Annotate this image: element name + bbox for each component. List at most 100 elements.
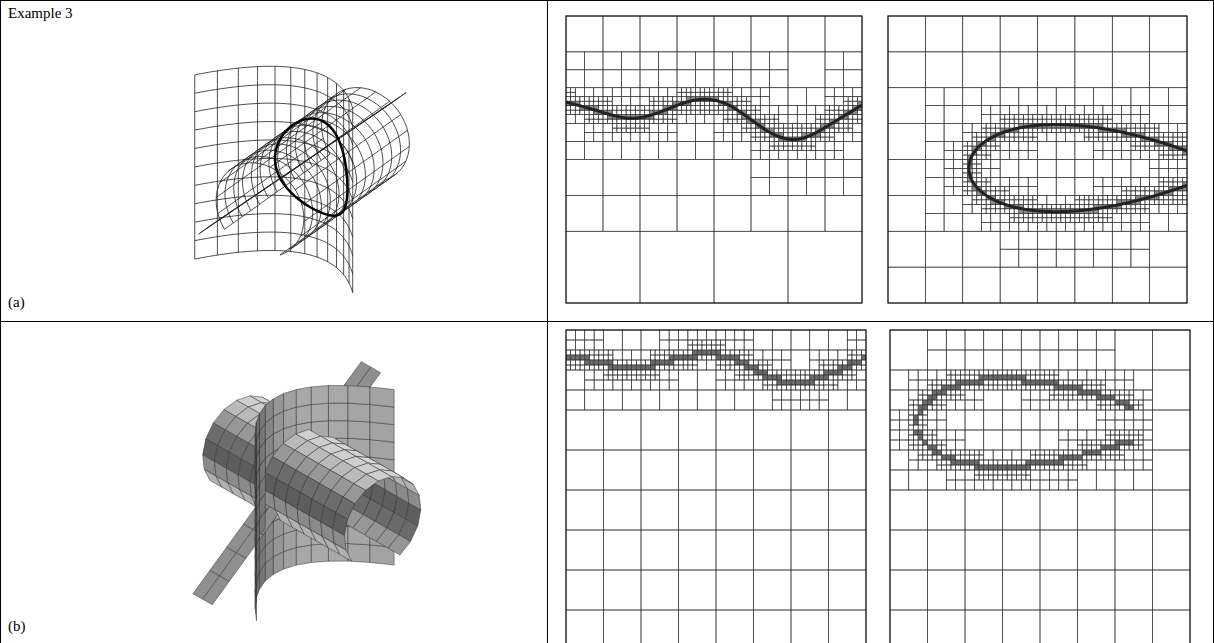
quadtree-cell <box>772 385 777 390</box>
quadtree-cell <box>702 345 707 350</box>
quadtree-cell <box>981 182 986 186</box>
quadtree-cell <box>1112 133 1117 137</box>
quadtree-cell <box>861 350 866 355</box>
quadtree-cell <box>566 360 571 365</box>
quadtree-cell <box>1112 186 1121 195</box>
quadtree-cell <box>566 70 585 88</box>
quadtree-cell <box>844 70 863 88</box>
quadtree-cell <box>679 490 717 530</box>
quadtree-cell <box>686 110 691 114</box>
quadtree-cell <box>612 133 621 142</box>
quadtree-cell <box>744 370 749 375</box>
quadtree-cell <box>760 97 769 106</box>
quadtree-cell <box>824 375 829 380</box>
quadtree-cell <box>721 360 726 365</box>
quadtree-cell <box>626 128 631 132</box>
quadtree-cell <box>1131 142 1136 146</box>
quadtree-cell <box>1038 195 1047 204</box>
quadtree-cell <box>777 385 782 390</box>
quadtree-cell <box>714 142 733 160</box>
quadtree-cell <box>852 360 857 365</box>
quadtree-cell <box>923 420 928 425</box>
quadtree-cell <box>700 110 705 114</box>
quadtree-cell <box>672 115 677 119</box>
quadtree-cell <box>848 101 853 105</box>
quadtree-cell <box>1164 177 1169 181</box>
quadtree-cell <box>1003 375 1008 380</box>
quadtree-cell <box>825 16 862 52</box>
quadtree-cell <box>1140 106 1149 115</box>
quadtree-cell <box>1112 151 1121 160</box>
quadtree-cell <box>984 330 1003 350</box>
quadtree-cell <box>655 370 660 375</box>
quadtree-cell <box>604 375 609 380</box>
quadtree-cell <box>1012 370 1017 375</box>
quadtree-cell <box>739 370 744 375</box>
quadtree-cell <box>1159 177 1164 181</box>
quadtree-cell <box>888 267 925 303</box>
quadtree-cell <box>663 101 668 105</box>
quadtree-cell <box>679 570 717 610</box>
quadtree-cell <box>1182 137 1187 141</box>
quadtree-cell <box>604 330 623 350</box>
quadtree-cell <box>1178 155 1183 159</box>
quadtree-cell <box>714 160 751 196</box>
quadtree-cell <box>679 330 688 340</box>
quadtree-cell <box>714 231 788 303</box>
quadtree-cell <box>640 88 649 97</box>
quadtree-cell <box>603 115 608 119</box>
quadtree-cell <box>1182 155 1187 159</box>
quadtree-cell <box>754 490 792 530</box>
quadtree-cell <box>981 177 986 181</box>
quadtree-cell <box>1017 385 1022 390</box>
quadtree-cell <box>1150 146 1155 150</box>
quadtree-cell <box>655 360 660 365</box>
quadtree-cell <box>1056 218 1061 222</box>
quadtree-cell <box>735 365 740 370</box>
quadtree-cell <box>824 360 829 365</box>
quadtree-cell <box>1070 119 1075 123</box>
quadtree-cell <box>608 97 613 101</box>
quadtree-cell <box>1094 119 1099 123</box>
quadtree-cell <box>714 133 723 142</box>
quadtree-cell <box>807 142 812 146</box>
quadtree-cell <box>711 345 716 350</box>
quadtree-cell <box>857 380 866 390</box>
quadtree-cell <box>942 385 947 390</box>
quadtree-cell <box>1038 249 1057 267</box>
quadtree-cell <box>725 360 730 365</box>
quadtree-cell <box>951 390 956 395</box>
quadtree-cell <box>956 380 961 385</box>
quadtree-cell <box>979 370 984 375</box>
quadtree-cell <box>1140 177 1149 186</box>
quadtree-cell <box>819 375 824 380</box>
quadtree-cell <box>641 330 660 350</box>
quadtree-cell <box>613 350 622 360</box>
quadtree-cell <box>612 88 621 97</box>
quadtree-cell <box>1000 137 1005 141</box>
quadtree-cell <box>1159 195 1164 199</box>
quadtree-cell <box>1112 106 1121 115</box>
quadtree-cell <box>800 370 805 375</box>
quadtree-cell <box>659 97 664 101</box>
quadtree-cell <box>765 137 770 141</box>
quadtree-cell <box>737 101 742 105</box>
quadtree-cell <box>853 119 858 123</box>
quadtree-cell <box>1173 151 1178 155</box>
quadtree-cell <box>1005 124 1010 128</box>
quadtree-cell <box>1033 213 1038 217</box>
quadtree-cell <box>688 330 697 340</box>
quadtree-cell <box>819 370 824 375</box>
quadtree-cell <box>1009 209 1014 213</box>
quadtree-cell <box>913 430 918 435</box>
quadtree-cell <box>716 370 725 380</box>
quadtree-cell <box>608 106 613 110</box>
quadtree-cell <box>788 88 807 106</box>
quadtree-cell <box>696 52 715 70</box>
quadtree-cell <box>707 350 712 355</box>
quadtree-cell <box>1038 213 1043 217</box>
quadtree-cell <box>829 450 867 490</box>
quadtree-cell <box>1003 380 1008 385</box>
quadtree-cell <box>779 146 784 150</box>
quadtree-cell <box>1089 133 1094 137</box>
